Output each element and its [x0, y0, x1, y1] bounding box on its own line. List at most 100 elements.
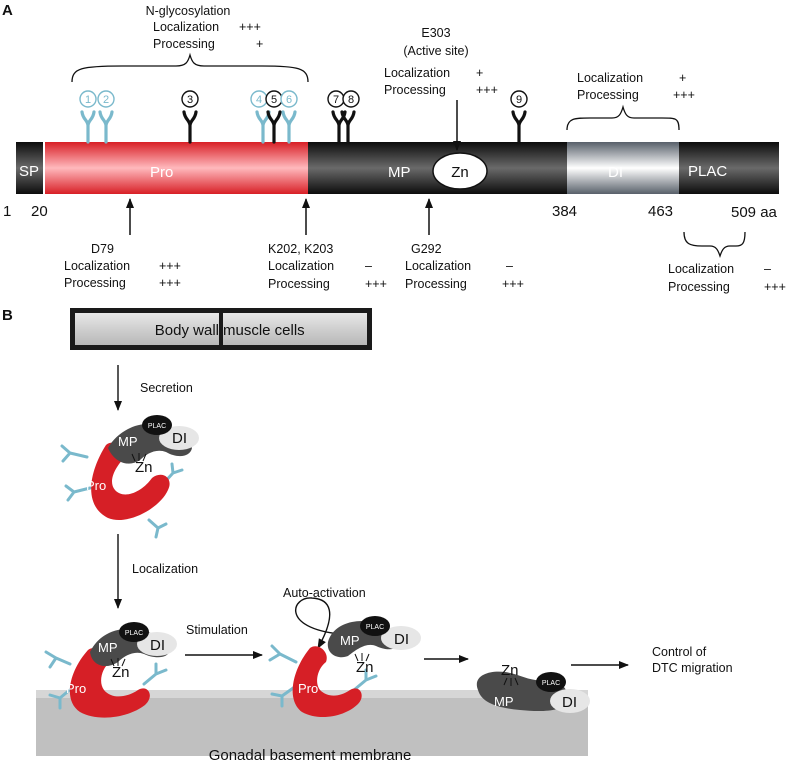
molecule1-zn-coord: [131, 453, 147, 462]
pos-1: 1: [3, 203, 11, 220]
site-num-4: 4: [256, 94, 262, 106]
auto-activation-arrow: [295, 597, 341, 649]
molecule4-mp-label: MP: [494, 694, 514, 709]
zn-ellipse: [432, 152, 488, 190]
control-label-1: Control of: [652, 645, 707, 659]
site-circle-1: [79, 90, 97, 108]
plac-localization: Localization: [668, 262, 734, 276]
plac-processing-score: +++: [764, 280, 786, 294]
glyco-processing: Processing: [153, 37, 215, 51]
molecule2-zn-label: Zn: [112, 664, 130, 681]
plac-localization-score: –: [764, 262, 771, 276]
molecule3-pro: [292, 646, 362, 718]
molecule2-mp-label: MP: [98, 640, 118, 655]
molecule1-pro-label: Pro: [86, 478, 106, 493]
molecule1-plac-label: PLAC: [148, 423, 166, 430]
molecule3-pro-label: Pro: [298, 681, 318, 696]
molecule3-zn-label: Zn: [356, 659, 374, 676]
glyco-fork-2: [98, 110, 114, 144]
d79-name: D79: [91, 242, 114, 256]
glyco-title: N-glycosylation: [146, 4, 231, 18]
molecule1-zn-label: Zn: [135, 459, 153, 476]
glyco-fork-3: [182, 110, 198, 144]
molecule4-di: [550, 689, 590, 713]
molecule3-plac-label: PLAC: [366, 624, 384, 631]
site-circle-6: [280, 90, 298, 108]
localization-label: Localization: [132, 562, 198, 576]
molecule4-zn-coord: [503, 677, 519, 686]
molecule2-plac: [119, 622, 149, 642]
di-processing: Processing: [577, 88, 639, 102]
localized-molecule: MP PLAC DI Zn Pro: [44, 622, 177, 718]
pos-463: 463: [648, 203, 673, 220]
glyco-localization-score: +++: [239, 20, 261, 34]
e303-processing-score: +++: [476, 83, 498, 97]
active-molecule: MP PLAC DI Zn: [476, 662, 590, 713]
membrane-label: Gonadal basement membrane: [209, 747, 412, 764]
glyco-fork-4: [255, 110, 271, 144]
glyco-localization: Localization: [153, 20, 219, 34]
molecule2-pro-label: Pro: [66, 681, 86, 696]
molecule3-di-label: DI: [394, 631, 409, 648]
molecule3-mp-label: MP: [340, 633, 360, 648]
auto-activation-label: Auto-activation: [283, 586, 366, 600]
molecule1-glycans: [60, 444, 184, 539]
pos-20: 20: [31, 203, 48, 220]
molecule1-pro: [91, 442, 170, 520]
d79-processing: Processing: [64, 276, 126, 290]
di-localization-score: +: [679, 71, 686, 85]
site-circle-8: [342, 90, 360, 108]
control-label-2: DTC migration: [652, 661, 733, 675]
site-num-1: 1: [85, 94, 91, 106]
site-num-3: 3: [187, 94, 193, 106]
e303-localization-score: +: [476, 66, 483, 80]
site-circle-3: [181, 90, 199, 108]
molecule2-di: [137, 632, 177, 656]
k202-localization: Localization: [268, 259, 334, 273]
site-num-8: 8: [348, 94, 354, 106]
muscle-label-right: muscle cells: [223, 322, 305, 339]
site-num-2: 2: [103, 94, 109, 106]
pro-domain-label: Pro: [150, 164, 173, 181]
molecule1-plac: [142, 415, 172, 435]
cleaving-molecule: Pro MP PLAC DI Zn: [268, 616, 421, 718]
k202-localization-score: –: [365, 259, 372, 273]
site-circle-2: [97, 90, 115, 108]
muscle-cell-left: [75, 313, 219, 345]
molecule4-di-label: DI: [562, 694, 577, 711]
molecule2-glycans: [44, 650, 168, 710]
zn-label: Zn: [451, 164, 469, 181]
di-brace: [566, 104, 680, 131]
k202-processing-score: +++: [365, 277, 387, 291]
plac-domain-label: PLAC: [688, 163, 727, 180]
molecule3-di: [381, 626, 421, 650]
d79-localization: Localization: [64, 259, 130, 273]
di-domain: [567, 142, 679, 194]
molecule2-di-label: DI: [150, 637, 165, 654]
muscle-label-left: Body wall: [155, 322, 219, 339]
g292-processing: Processing: [405, 277, 467, 291]
molecule3-glycans: [268, 644, 378, 708]
plac-processing: Processing: [668, 280, 730, 294]
glyco-fork-5: [266, 110, 282, 144]
glyco-sites: 1 2 3 4 5 6 7 8 9: [79, 90, 528, 144]
di-processing-score: +++: [673, 88, 695, 102]
sp-domain-label: SP: [19, 163, 39, 180]
glyco-fork-8: [340, 110, 356, 144]
panel-b-label: B: [2, 307, 13, 324]
glyco-fork-1: [80, 110, 96, 144]
molecule4-plac-label: PLAC: [542, 680, 560, 687]
molecule2-plac-label: PLAC: [125, 630, 143, 637]
g292-localization-score: –: [506, 259, 513, 273]
domain-bar: SP Pro MP Zn DI PLAC: [16, 142, 779, 194]
stimulation-label: Stimulation: [186, 623, 248, 637]
secretion-label: Secretion: [140, 381, 193, 395]
molecule4-plac: [536, 672, 566, 692]
molecule2-pro: [69, 647, 150, 718]
molecule3-zn-coord: [354, 653, 370, 662]
molecule4-zn-label: Zn: [501, 662, 519, 679]
glyco-fork-9: [511, 110, 527, 144]
e303-localization: Localization: [384, 66, 450, 80]
k202-processing: Processing: [268, 277, 330, 291]
glyco-brace: [71, 52, 309, 83]
